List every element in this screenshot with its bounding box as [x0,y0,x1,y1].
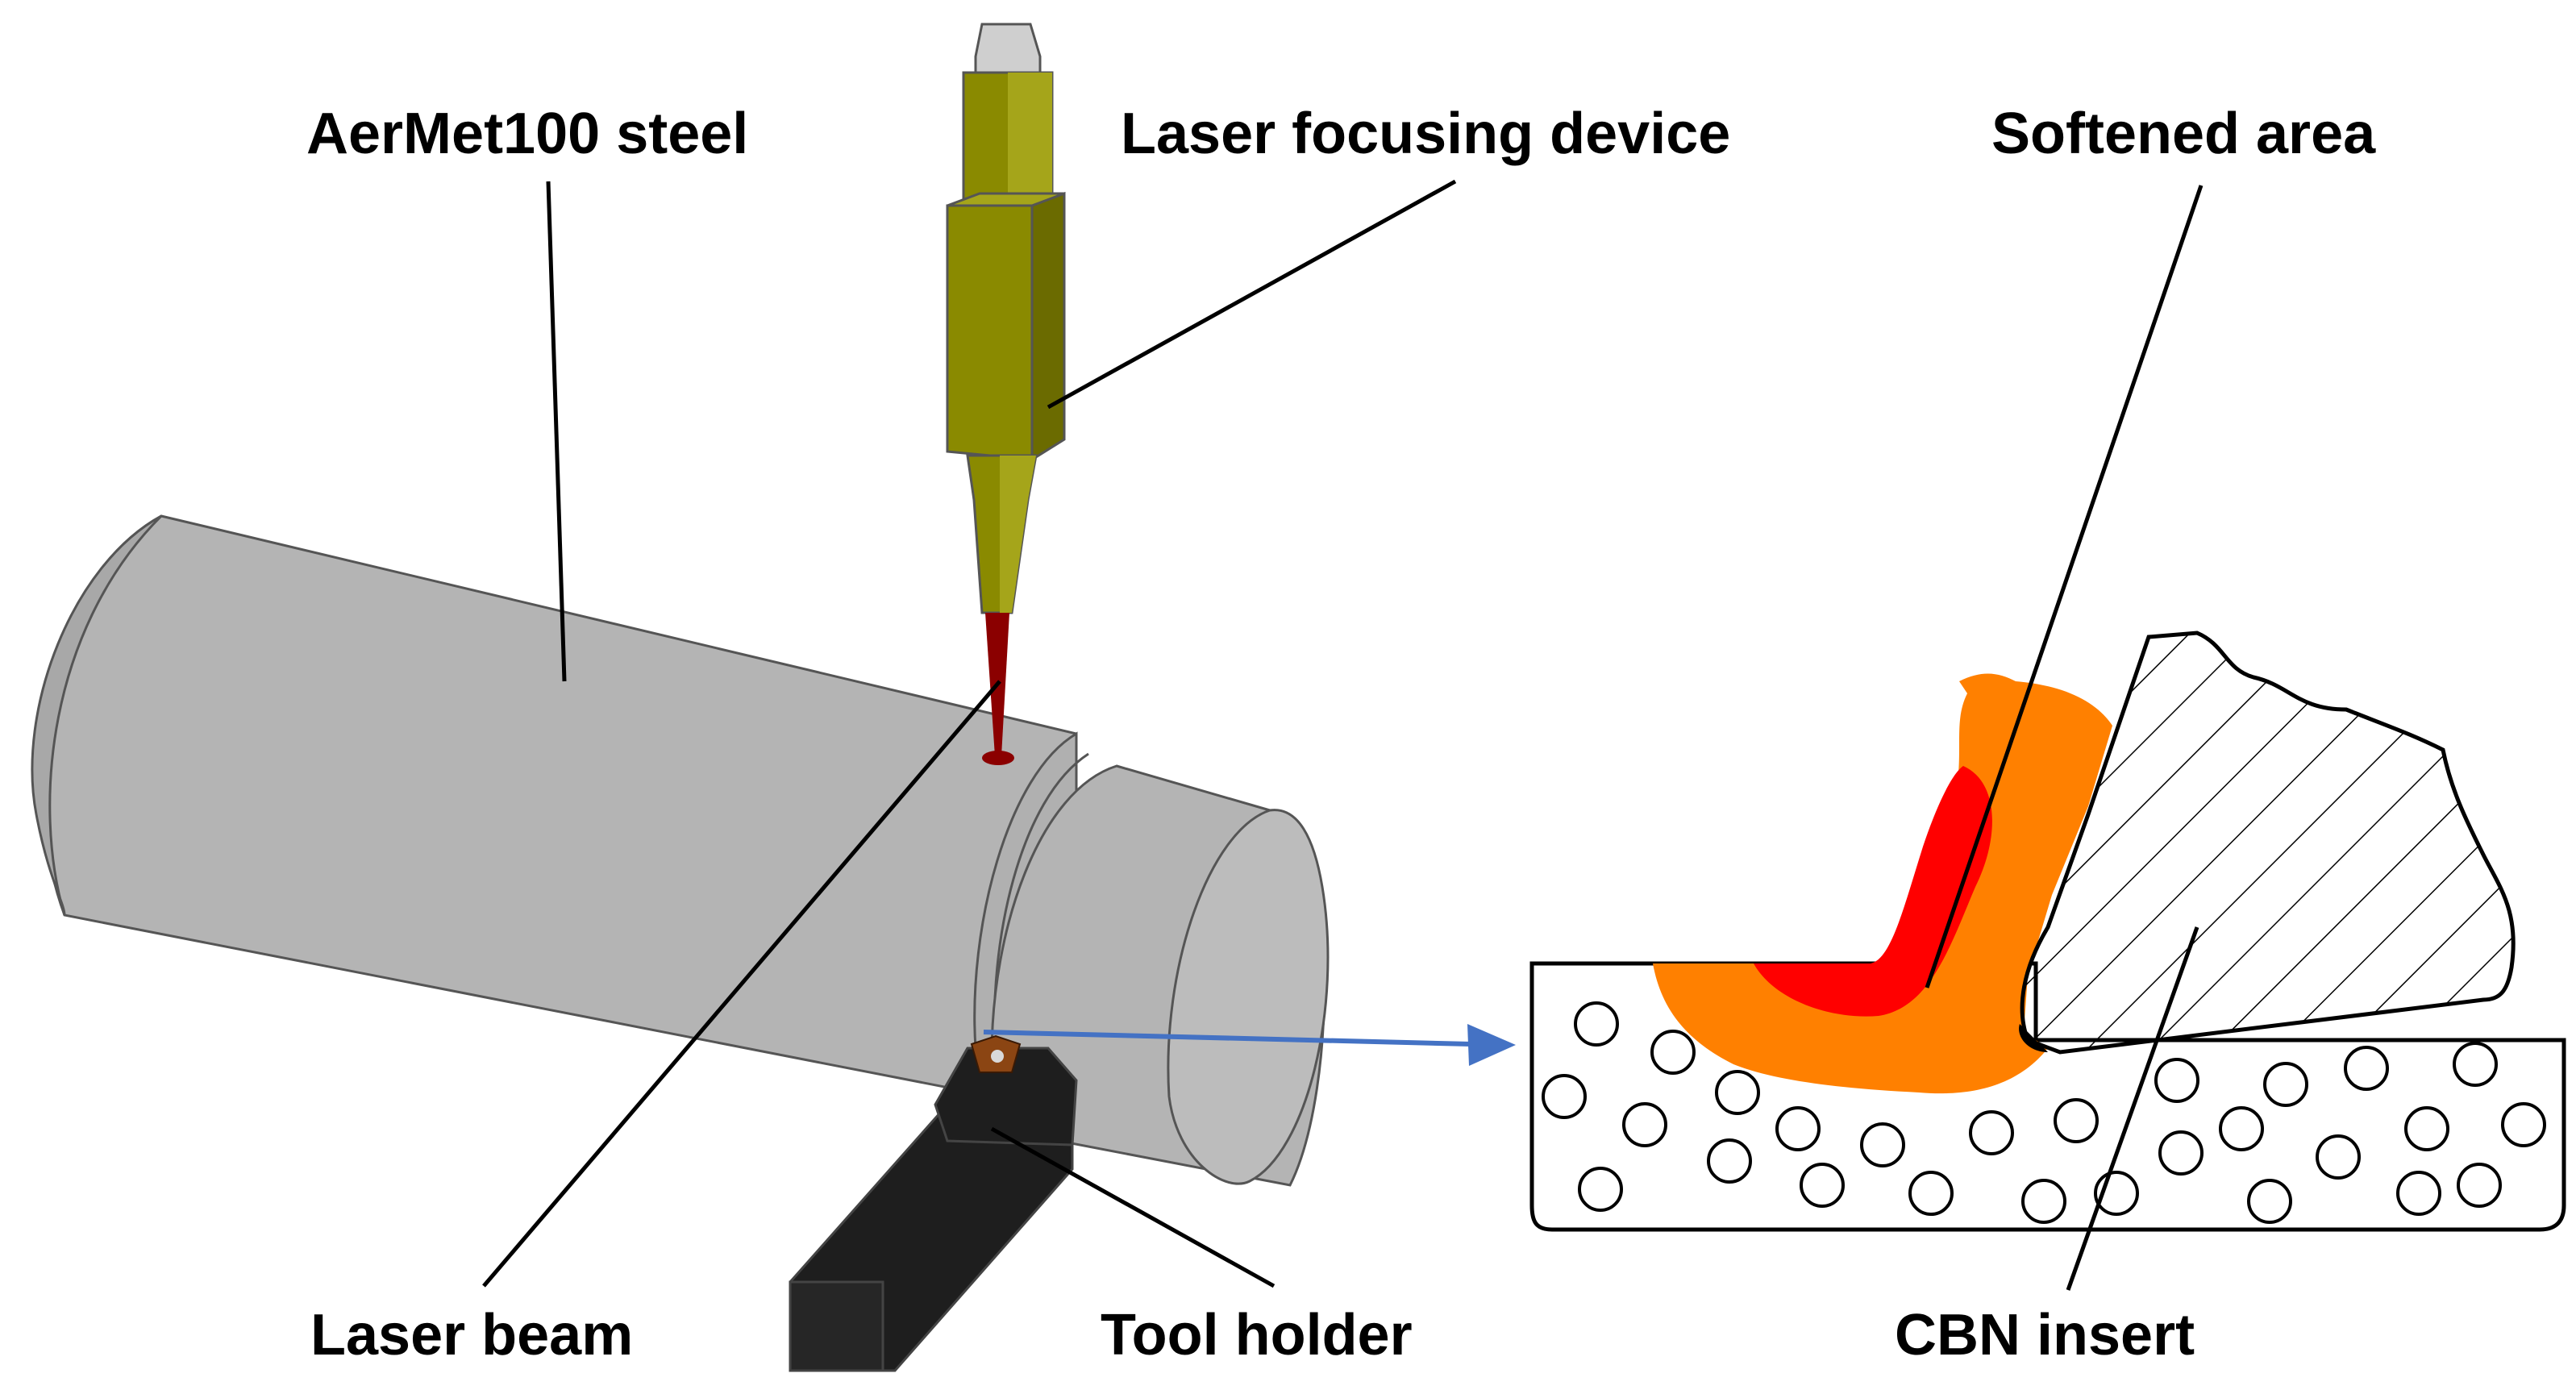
device-block-side [1030,191,1066,462]
particle [1800,1163,1845,1208]
leader-tool-holder [990,1126,1276,1288]
particle [2247,1179,2292,1224]
label-softened-area: Softened area [1991,102,2376,166]
particle [1775,1106,1821,1151]
particle [2396,1171,2441,1216]
particle [2457,1163,2502,1208]
label-tool-holder: Tool holder [1101,1303,1413,1367]
particle [1650,1030,1696,1075]
particle [2154,1058,2199,1103]
particle [1622,1102,1667,1147]
particle [2344,1046,2389,1091]
cbn-insert-shape [2020,630,2516,1055]
leader-laser-beam [482,680,1001,1288]
device-upper-tube-highlight [1008,73,1052,210]
device-nozzle-highlight [1000,456,1036,613]
leader-focusing-device [1047,179,1457,410]
workpiece-body [41,514,1078,1114]
hard-particles [1542,1001,2546,1224]
particle [1707,1138,1752,1184]
tool-holder-front [789,1280,884,1372]
laser-focusing-device [946,23,1066,756]
workpiece-right-end [1167,809,1330,1185]
label-steel: AerMet100 steel [306,102,748,166]
leader-steel [546,181,567,682]
label-laser-focusing-device: Laser focusing device [1121,102,1730,166]
leader-lines [482,179,2204,1291]
particle [2219,1106,2264,1151]
particle [2021,1179,2066,1224]
tool-holder [789,1034,1078,1372]
particle [2263,1062,2308,1107]
device-block [946,204,1034,461]
softened-area-red [1754,766,1992,1017]
leader-softened-area [1925,185,2204,988]
insert-screw-icon [991,1050,1004,1063]
label-laser-beam: Laser beam [310,1303,633,1367]
workpiece-left-end [31,514,163,916]
device-block-top [947,192,1065,207]
zoom-arrow [983,1024,1516,1066]
insert-contact-point [2019,1024,2048,1052]
tool-holder-head [934,1047,1078,1147]
particle [1542,1074,1587,1119]
particle [2054,1098,2099,1143]
leader-cbn-insert [2066,926,2199,1291]
particle [2453,1042,2498,1087]
particle [2158,1130,2204,1176]
label-cbn-insert: CBN insert [1895,1303,2195,1367]
particle [1574,1001,1619,1047]
arrow-head-icon [1467,1024,1516,1066]
cutting-zone-detail [1529,630,2566,1232]
particle [1715,1070,1760,1115]
particle [2501,1102,2546,1147]
laser-spot [982,751,1014,765]
particle [1578,1167,1623,1212]
particle [1908,1171,1954,1216]
particle [1969,1110,2014,1155]
workpiece-cylinder [31,514,1330,1187]
particle [2404,1106,2449,1151]
labels: AerMet100 steel Laser focusing device So… [306,102,2376,1367]
particle [1860,1122,1905,1167]
particle [2316,1134,2361,1180]
